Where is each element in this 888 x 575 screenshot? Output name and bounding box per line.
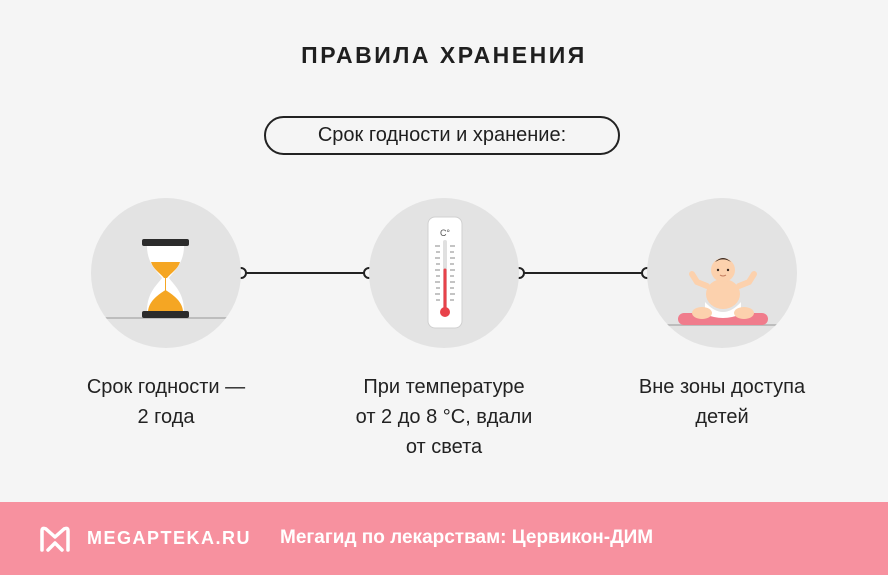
caption-line: 2 года	[137, 406, 195, 428]
footer-bar: MEGAPTEKA.RU Мегагид по лекарствам: Церв…	[0, 502, 888, 575]
caption-line: Срок годности —	[86, 376, 246, 398]
thermometer-icon: С°	[427, 216, 463, 329]
megapteka-logo-icon[interactable]	[38, 524, 72, 554]
hourglass-icon	[105, 239, 227, 319]
caption-line: от 2 до 8 °С, вдали	[355, 406, 533, 428]
caption-line: от света	[405, 436, 483, 458]
baby-icon	[665, 258, 779, 326]
caption-line: Вне зоны доступа	[638, 376, 806, 398]
brand-link[interactable]: MEGAPTEKA.RU	[87, 528, 252, 548]
shelf-life-circle	[91, 198, 241, 348]
children-circle	[647, 198, 797, 348]
caption-line: детей	[695, 406, 749, 428]
thermometer-unit: С°	[440, 228, 450, 238]
caption-line: При температуре	[363, 376, 525, 398]
page-title: ПРАВИЛА ХРАНЕНИЯ	[301, 42, 587, 68]
caption-temperature: При температуре от 2 до 8 °С, вдали от с…	[314, 372, 574, 462]
guide-title: Мегагид по лекарствам: Цервикон-ДИМ	[280, 527, 654, 548]
caption-children: Вне зоны доступа детей	[592, 372, 852, 432]
subtitle-text: Срок годности и хранение:	[317, 124, 567, 146]
caption-shelf-life: Срок годности — 2 года	[36, 372, 296, 432]
subtitle-pill: Срок годности и хранение:	[264, 116, 620, 155]
temperature-circle: С°	[369, 198, 519, 348]
